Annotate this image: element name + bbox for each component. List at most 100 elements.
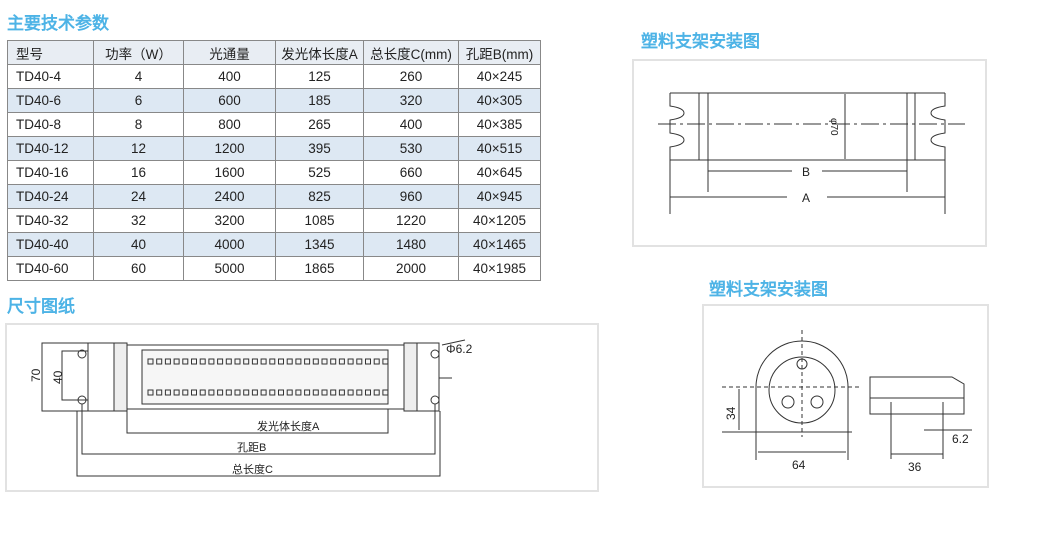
dimension-drawing: 70 40 Φ6.2 发光体长度A 孔距B 总长度C [5,323,599,492]
table-cell: 1600 [183,160,276,185]
b-label: B [802,165,810,179]
led-chip [321,389,328,396]
led-chip [164,358,171,365]
led-chip [147,389,154,396]
height-label: 70 [29,368,43,382]
table-cell: 60 [93,256,184,281]
table-cell: 4000 [183,232,276,257]
led-chip [373,389,380,396]
table-cell: 5000 [183,256,276,281]
table-cell: 16 [93,160,184,185]
table-cell: 4 [93,64,184,89]
led-chip [269,389,276,396]
led-chip [243,358,250,365]
led-chip [304,358,311,365]
led-chip [347,358,354,365]
table-cell: TD40-60 [7,256,94,281]
led-chip [147,358,154,365]
led-chip [330,358,337,365]
table-cell: 530 [363,136,459,161]
table-cell: 40×1985 [458,256,541,281]
led-chip [330,389,337,396]
table-cell: 功率（W） [93,40,184,65]
table-cell: 265 [275,112,364,137]
table-cell: 260 [363,64,459,89]
table-cell: 40×305 [458,88,541,113]
table-cell: 型号 [7,40,94,65]
led-chip [191,389,197,396]
table-cell: 40×645 [458,160,541,185]
hole-label: 6.2 [952,432,969,446]
led-chip [260,358,267,365]
table-cell: 1200 [183,136,276,161]
led-chip [356,389,363,396]
led-chip [208,358,215,365]
led-chip [243,389,250,396]
led-chip [225,358,232,365]
table-cell: 395 [275,136,364,161]
h-label: 34 [724,406,738,420]
led-chip [173,389,180,396]
led-chip [251,358,258,365]
table-cell: 40×515 [458,136,541,161]
table-cell: 光通量 [183,40,276,65]
led-chip [278,389,284,396]
hole-spacing-label: 40 [51,370,65,384]
label-a: 发光体长度A [257,419,320,433]
table-cell: 发光体长度A [275,40,364,65]
table-cell: 孔距B(mm) [458,40,541,65]
table-cell: TD40-8 [7,112,94,137]
led-chip [312,389,319,396]
led-chip [156,358,163,365]
table-cell: 525 [275,160,364,185]
table-cell: 1085 [275,208,364,233]
table-cell: 40×1205 [458,208,541,233]
bracket-title-1: 塑料支架安装图 [641,32,760,52]
table-cell: 320 [363,88,459,113]
led-chip [199,389,206,396]
table-cell: 12 [93,136,184,161]
led-chip [295,358,302,365]
bracket-title-2: 塑料支架安装图 [709,280,828,300]
table-cell: 2000 [363,256,459,281]
table-cell: 600 [183,88,276,113]
led-chip [347,389,354,396]
led-chip [356,358,363,365]
led-chip [304,389,311,396]
table-cell: TD40-32 [7,208,94,233]
bracket-drawing-2: 34 64 36 6.2 [702,304,989,488]
led-chip [365,389,371,396]
table-cell: 2400 [183,184,276,209]
led-chip [382,358,389,365]
table-cell: 8 [93,112,184,137]
led-chip [164,389,171,396]
table-cell: 125 [275,64,364,89]
w-label: 64 [792,458,806,472]
table-cell: 1480 [363,232,459,257]
table-cell: 3200 [183,208,276,233]
led-chip [382,389,389,396]
table-cell: 960 [363,184,459,209]
led-chip [182,358,189,365]
table-cell: 400 [363,112,459,137]
led-chip [278,358,284,365]
table-cell: 185 [275,88,364,113]
dia-label: φ70 [828,118,839,136]
table-cell: TD40-24 [7,184,94,209]
led-chip [182,389,189,396]
led-chip [338,389,345,396]
hole-dia-label: Φ6.2 [446,342,473,356]
table-cell: 40 [93,232,184,257]
dimension-title: 尺寸图纸 [7,297,75,317]
spacing-label: 36 [908,460,922,474]
led-chip [234,358,241,365]
table-cell: 40×385 [458,112,541,137]
